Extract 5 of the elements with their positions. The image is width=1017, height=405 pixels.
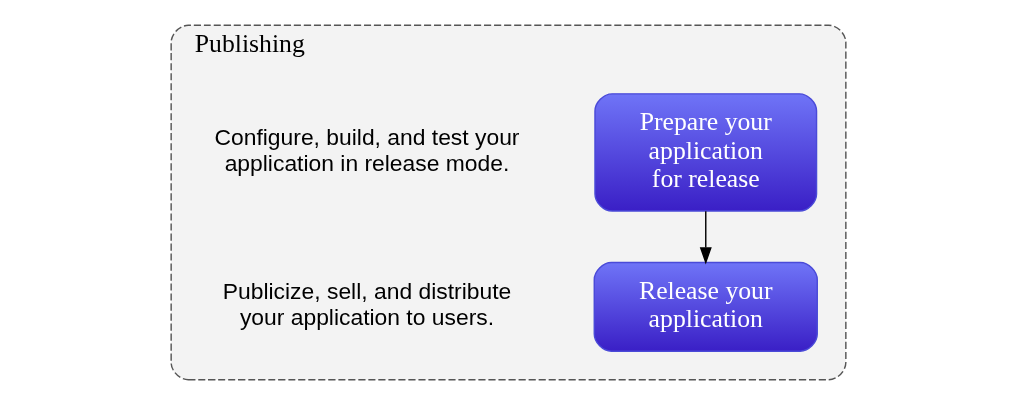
node-label: Publicize, sell, and distribute your application to users. [222,278,512,331]
arrow [699,210,712,265]
node-label: Configure, build, and test your application in release mode. [214,124,520,176]
node-box: Release your application [593,261,818,352]
node-box: Prepare your application for release [594,93,818,212]
